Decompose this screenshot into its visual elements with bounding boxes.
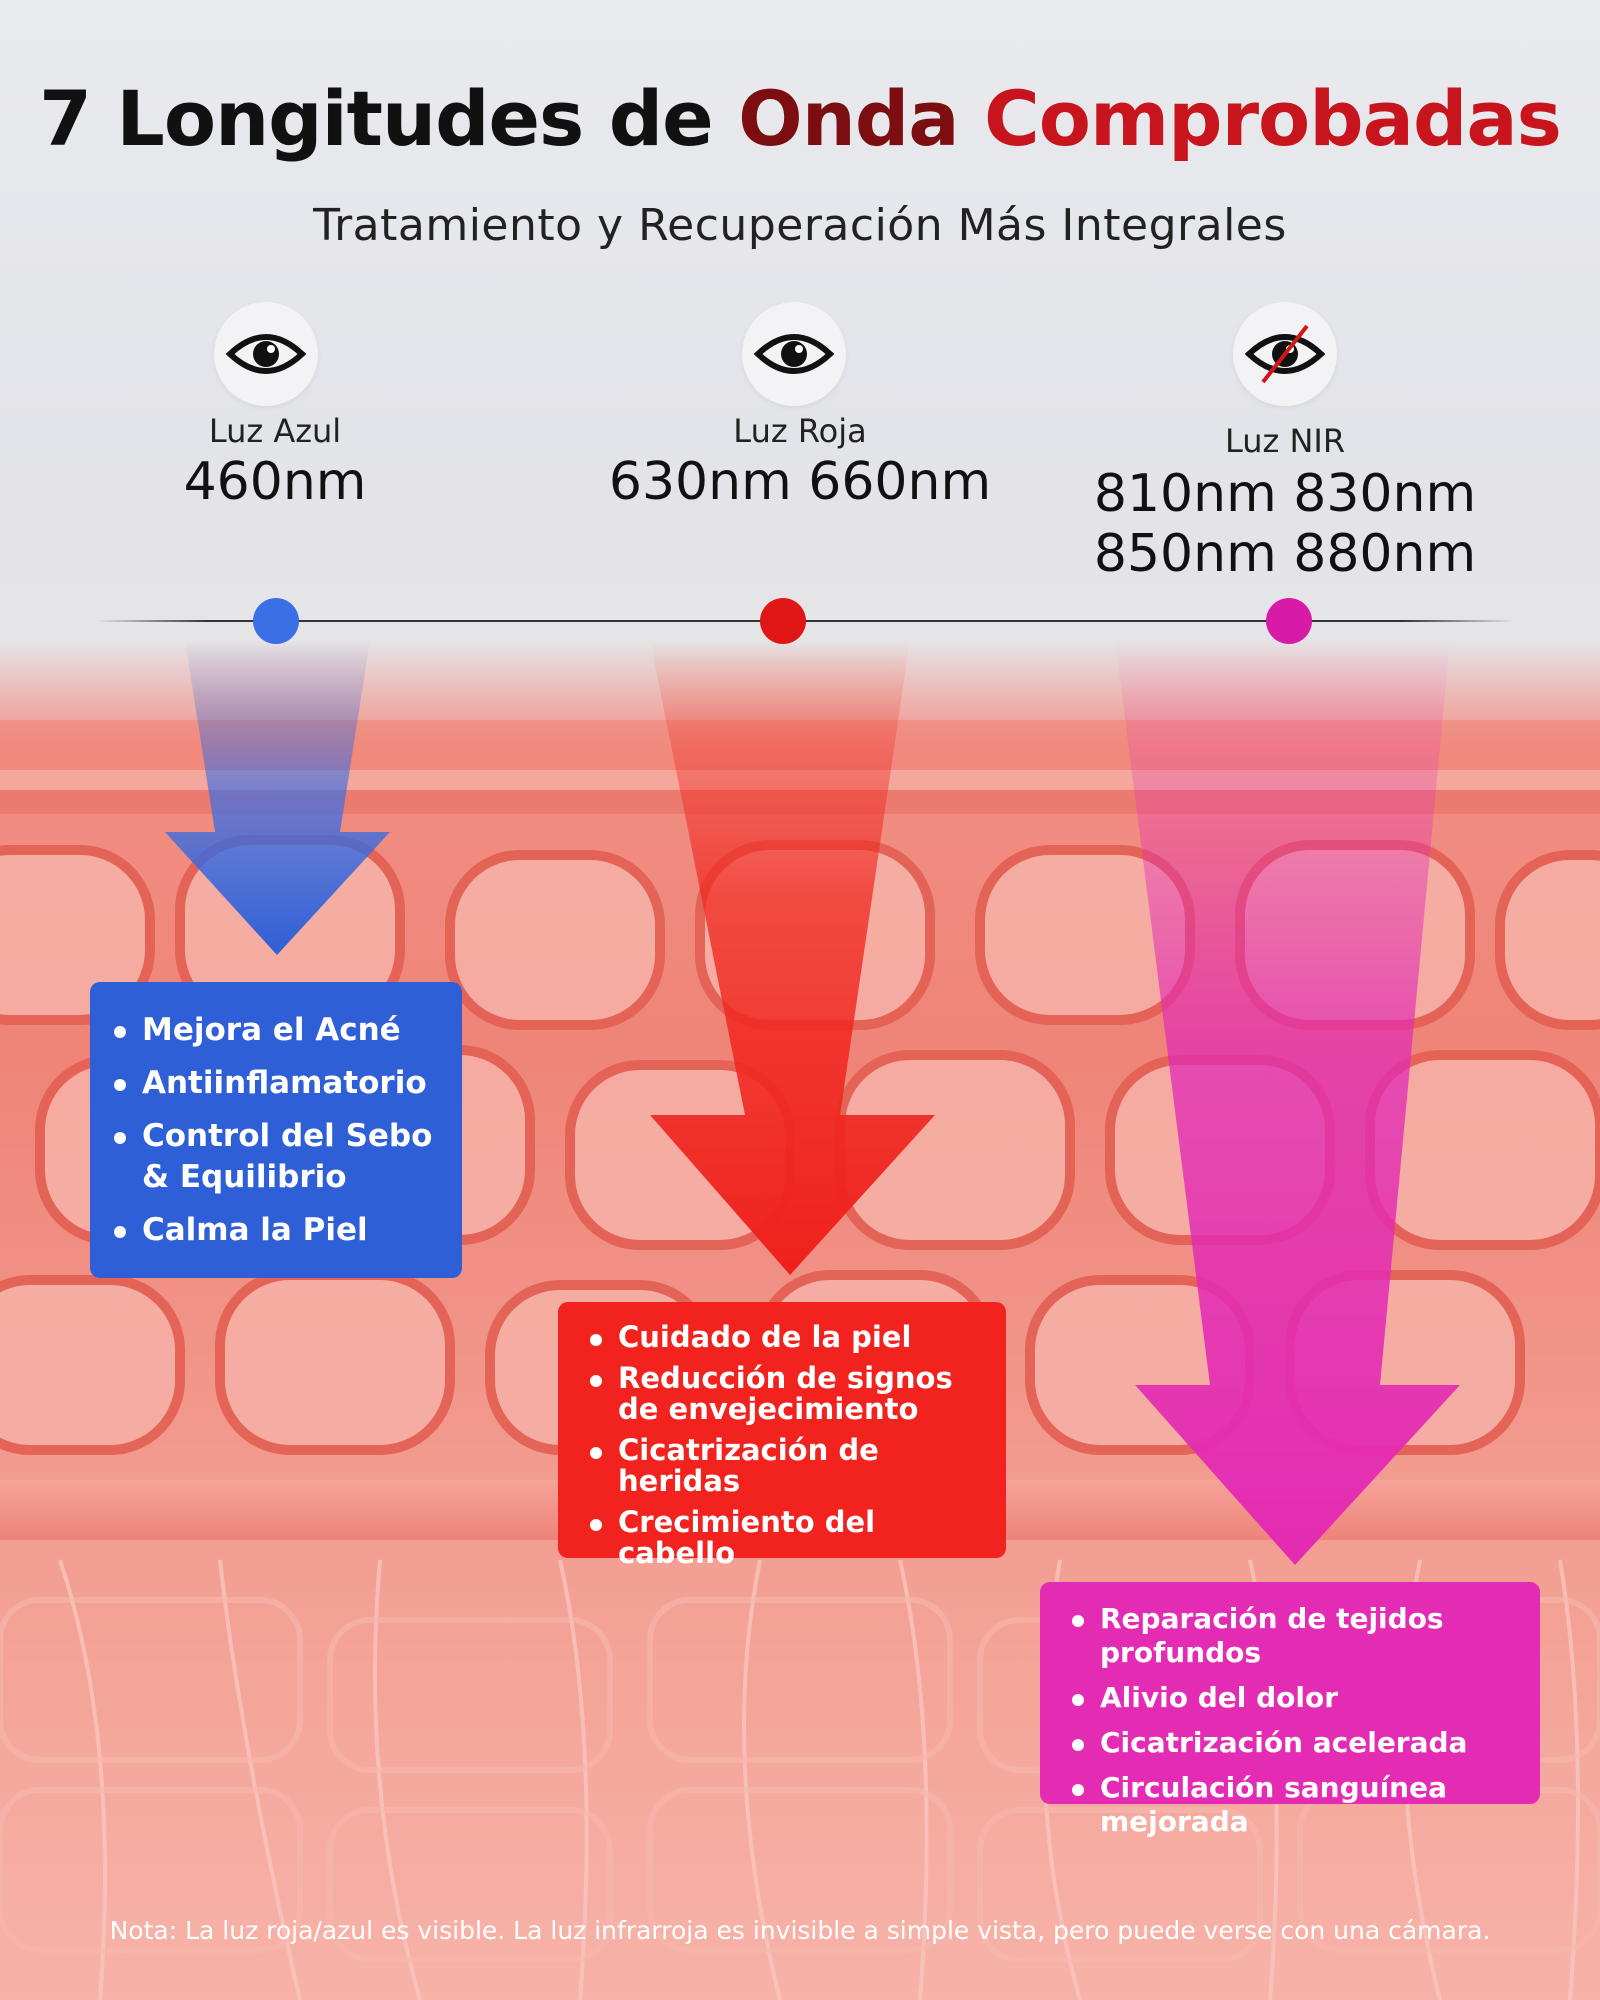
eye-icon [754,334,834,374]
benefit-item: Calma la Piel [110,1210,446,1251]
benefit-item: Cicatrización acelerada [1068,1726,1530,1760]
nir-wavelength-values: 810nm 830nm 850nm 880nm [1060,464,1510,584]
blue-benefits-list: Mejora el Acné Antiinflamatorio Control … [90,982,462,1251]
red-dot [760,598,806,644]
red-wavelength-values: 630nm 660nm [570,452,1030,512]
benefit-item: Mejora el Acné [110,1010,446,1051]
title-part-2: Onda [738,74,959,163]
blue-dot [253,598,299,644]
wavelength-value: 850nm 880nm [1093,524,1477,584]
benefit-item: Cicatrización de heridas [586,1435,994,1497]
page-subtitle: Tratamiento y Recuperación Más Integrale… [313,200,1287,251]
benefit-item: Antiinflamatorio [110,1063,446,1104]
page-title: 7 Longitudes de Onda Comprobadas [0,74,1600,163]
red-benefits-list: Cuidado de la piel Reducción de signos d… [558,1302,1006,1569]
nir-benefits-list: Reparación de tejidos profundos Alivio d… [1040,1582,1540,1839]
blue-wavelength-values: 460nm [125,452,425,512]
nir-dot [1266,598,1312,644]
footnote: Nota: La luz roja/azul es visible. La lu… [109,1916,1491,1945]
benefit-item: Cuidado de la piel [586,1322,994,1353]
benefit-item: Reparación de tejidos profundos [1068,1602,1530,1670]
blue-light-label: Luz Azul [208,412,342,450]
blue-light-arrow [165,640,390,955]
benefit-item: Control del Sebo & Equilibrio [110,1116,446,1198]
red-light-label: Luz Roja [733,412,867,450]
title-part-3: Comprobadas [958,74,1562,163]
wavelength-value: 630nm 660nm [608,452,992,512]
eye-slash-icon [1245,324,1325,384]
red-benefits-box: Cuidado de la piel Reducción de signos d… [558,1302,1006,1569]
benefit-item: Crecimiento del cabello [586,1507,994,1569]
red-visibility-badge [742,302,846,406]
eye-icon [226,334,306,374]
wavelength-value: 810nm 830nm [1093,464,1477,524]
nir-benefits-box: Reparación de tejidos profundos Alivio d… [1040,1582,1540,1838]
blue-benefits-box: Mejora el Acné Antiinflamatorio Control … [90,982,462,1278]
wavelength-value: 460nm [183,452,367,512]
benefit-item: Alivio del dolor [1068,1681,1530,1715]
benefit-item: Circulación sanguínea mejorada [1068,1771,1530,1839]
nir-light-label: Luz NIR [1224,422,1346,460]
blue-visibility-badge [214,302,318,406]
red-light-arrow [650,640,935,1275]
title-part-1: 7 Longitudes de [39,74,739,163]
nir-light-arrow [1115,640,1460,1565]
benefit-item: Reducción de signos de envejecimiento [586,1363,994,1425]
nir-visibility-badge [1233,302,1337,406]
